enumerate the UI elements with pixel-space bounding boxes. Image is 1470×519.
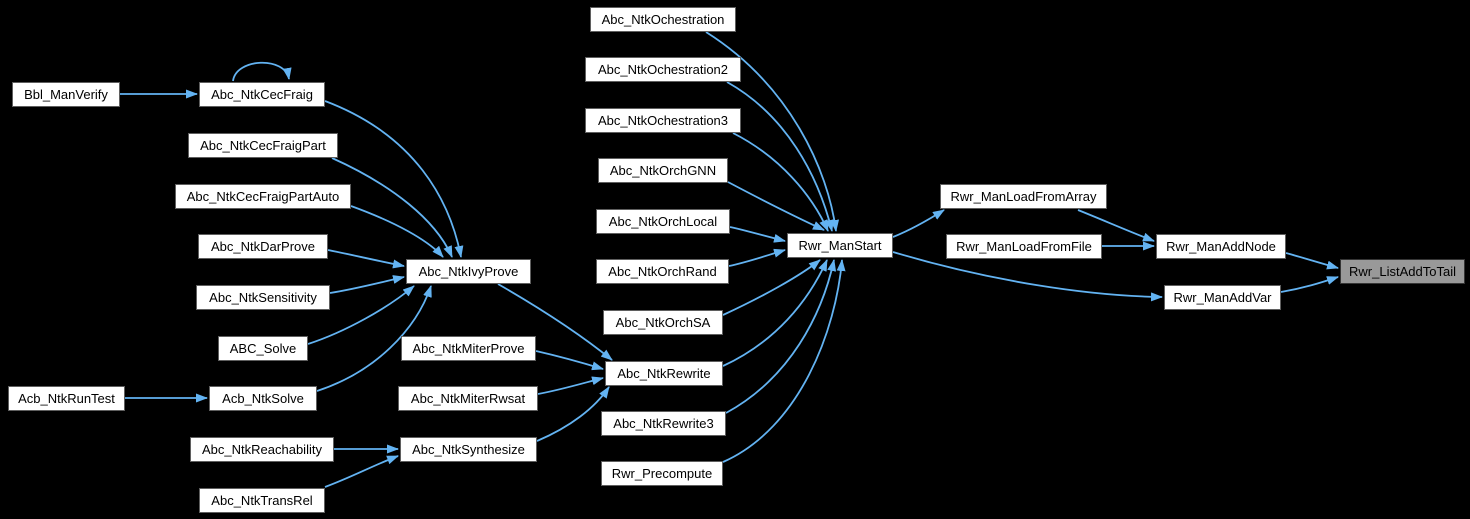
edge-Abc_NtkCecFraig-Abc_NtkCecFraig — [232, 61, 292, 82]
edge-Rwr_ManAddNode-Rwr_ListAddToTail — [1285, 252, 1339, 270]
edge-ABC_Solve-Abc_NtkIvyProve — [307, 285, 415, 345]
node-Abc_NtkOrchLocal[interactable]: Abc_NtkOrchLocal — [596, 209, 730, 234]
edge-Rwr_ManLoadFromArray-Rwr_ManAddNode — [1077, 209, 1155, 242]
edge-Abc_NtkRewrite-Rwr_ManStart — [722, 259, 828, 367]
edge-group — [120, 31, 1339, 488]
node-Abc_NtkRewrite3[interactable]: Abc_NtkRewrite3 — [601, 411, 726, 436]
edge-Abc_NtkCecFraig-Abc_NtkIvyProve — [324, 100, 464, 258]
edge-Abc_NtkMiterProve-Abc_NtkRewrite — [535, 350, 604, 371]
node-Rwr_ManLoadFromFile[interactable]: Rwr_ManLoadFromFile — [946, 234, 1102, 259]
edge-Abc_NtkOrchLocal-Rwr_ManStart — [729, 226, 786, 243]
node-Abc_NtkCecFraigPartAuto[interactable]: Abc_NtkCecFraigPartAuto — [175, 184, 351, 209]
node-Abc_NtkMiterProve[interactable]: Abc_NtkMiterProve — [401, 336, 536, 361]
node-Abc_NtkRewrite[interactable]: Abc_NtkRewrite — [605, 361, 723, 386]
node-Abc_NtkSynthesize[interactable]: Abc_NtkSynthesize — [400, 437, 537, 462]
node-ABC_Solve[interactable]: ABC_Solve — [218, 336, 308, 361]
node-Abc_NtkOrchGNN[interactable]: Abc_NtkOrchGNN — [598, 158, 728, 183]
node-Abc_NtkDarProve[interactable]: Abc_NtkDarProve — [198, 234, 328, 259]
edge-Abc_NtkSensitivity-Abc_NtkIvyProve — [329, 275, 405, 294]
node-Abc_NtkTransRel[interactable]: Abc_NtkTransRel — [199, 488, 325, 513]
edge-Abc_NtkMiterRwsat-Abc_NtkRewrite — [537, 376, 604, 395]
edge-Abc_NtkSynthesize-Abc_NtkRewrite — [536, 386, 610, 442]
node-Abc_NtkOrchRand[interactable]: Abc_NtkOrchRand — [596, 259, 729, 284]
edge-Abc_NtkOchestration2-Rwr_ManStart — [726, 81, 834, 232]
edge-Abc_NtkOrchRand-Rwr_ManStart — [728, 248, 786, 267]
node-Abc_NtkReachability[interactable]: Abc_NtkReachability — [190, 437, 334, 462]
node-Abc_NtkOchestration[interactable]: Abc_NtkOchestration — [590, 7, 736, 32]
node-Acb_NtkSolve[interactable]: Acb_NtkSolve — [209, 386, 317, 411]
node-Abc_NtkOrchSA[interactable]: Abc_NtkOrchSA — [603, 310, 723, 335]
node-Bbl_ManVerify[interactable]: Bbl_ManVerify — [12, 82, 120, 107]
node-Abc_NtkSensitivity[interactable]: Abc_NtkSensitivity — [196, 285, 330, 310]
node-Rwr_Precompute[interactable]: Rwr_Precompute — [601, 461, 723, 486]
edge-Rwr_ManAddVar-Rwr_ListAddToTail — [1280, 276, 1339, 293]
node-Rwr_ManAddVar[interactable]: Rwr_ManAddVar — [1164, 285, 1281, 310]
node-Acb_NtkRunTest[interactable]: Acb_NtkRunTest — [8, 386, 125, 411]
node-Abc_NtkCecFraig[interactable]: Abc_NtkCecFraig — [199, 82, 325, 107]
edge-Abc_NtkTransRel-Abc_NtkSynthesize — [324, 455, 399, 488]
edge-Abc_NtkOchestration-Rwr_ManStart — [705, 31, 840, 232]
edge-Abc_NtkIvyProve-Abc_NtkRewrite — [497, 283, 613, 361]
node-Abc_NtkOchestration3[interactable]: Abc_NtkOchestration3 — [585, 108, 741, 133]
edge-Abc_NtkDarProve-Abc_NtkIvyProve — [327, 249, 405, 269]
edge-Abc_NtkCecFraigPart-Abc_NtkIvyProve — [331, 157, 453, 258]
node-Rwr_ManAddNode[interactable]: Rwr_ManAddNode — [1156, 234, 1286, 259]
node-Rwr_ListAddToTail: Rwr_ListAddToTail — [1340, 259, 1465, 284]
node-Abc_NtkIvyProve[interactable]: Abc_NtkIvyProve — [406, 259, 531, 284]
node-Rwr_ManStart[interactable]: Rwr_ManStart — [787, 233, 893, 258]
edge-Rwr_Precompute-Rwr_ManStart — [722, 259, 846, 463]
edge-Abc_NtkRewrite3-Rwr_ManStart — [725, 259, 837, 414]
edge-Rwr_ManStart-Rwr_ManLoadFromArray — [892, 209, 945, 238]
edge-Rwr_ManStart-Rwr_ManAddVar — [892, 251, 1163, 302]
edge-Abc_NtkOrchGNN-Rwr_ManStart — [727, 181, 825, 231]
edge-Abc_NtkOrchSA-Rwr_ManStart — [722, 259, 821, 316]
node-Abc_NtkOchestration2[interactable]: Abc_NtkOchestration2 — [585, 57, 741, 82]
node-Abc_NtkMiterRwsat[interactable]: Abc_NtkMiterRwsat — [398, 386, 538, 411]
edge-Abc_NtkCecFraigPartAuto-Abc_NtkIvyProve — [350, 205, 444, 258]
node-Abc_NtkCecFraigPart[interactable]: Abc_NtkCecFraigPart — [188, 133, 338, 158]
edge-Acb_NtkSolve-Abc_NtkIvyProve — [316, 285, 432, 392]
edge-Abc_NtkOchestration3-Rwr_ManStart — [732, 132, 829, 232]
node-Rwr_ManLoadFromArray[interactable]: Rwr_ManLoadFromArray — [940, 184, 1107, 209]
